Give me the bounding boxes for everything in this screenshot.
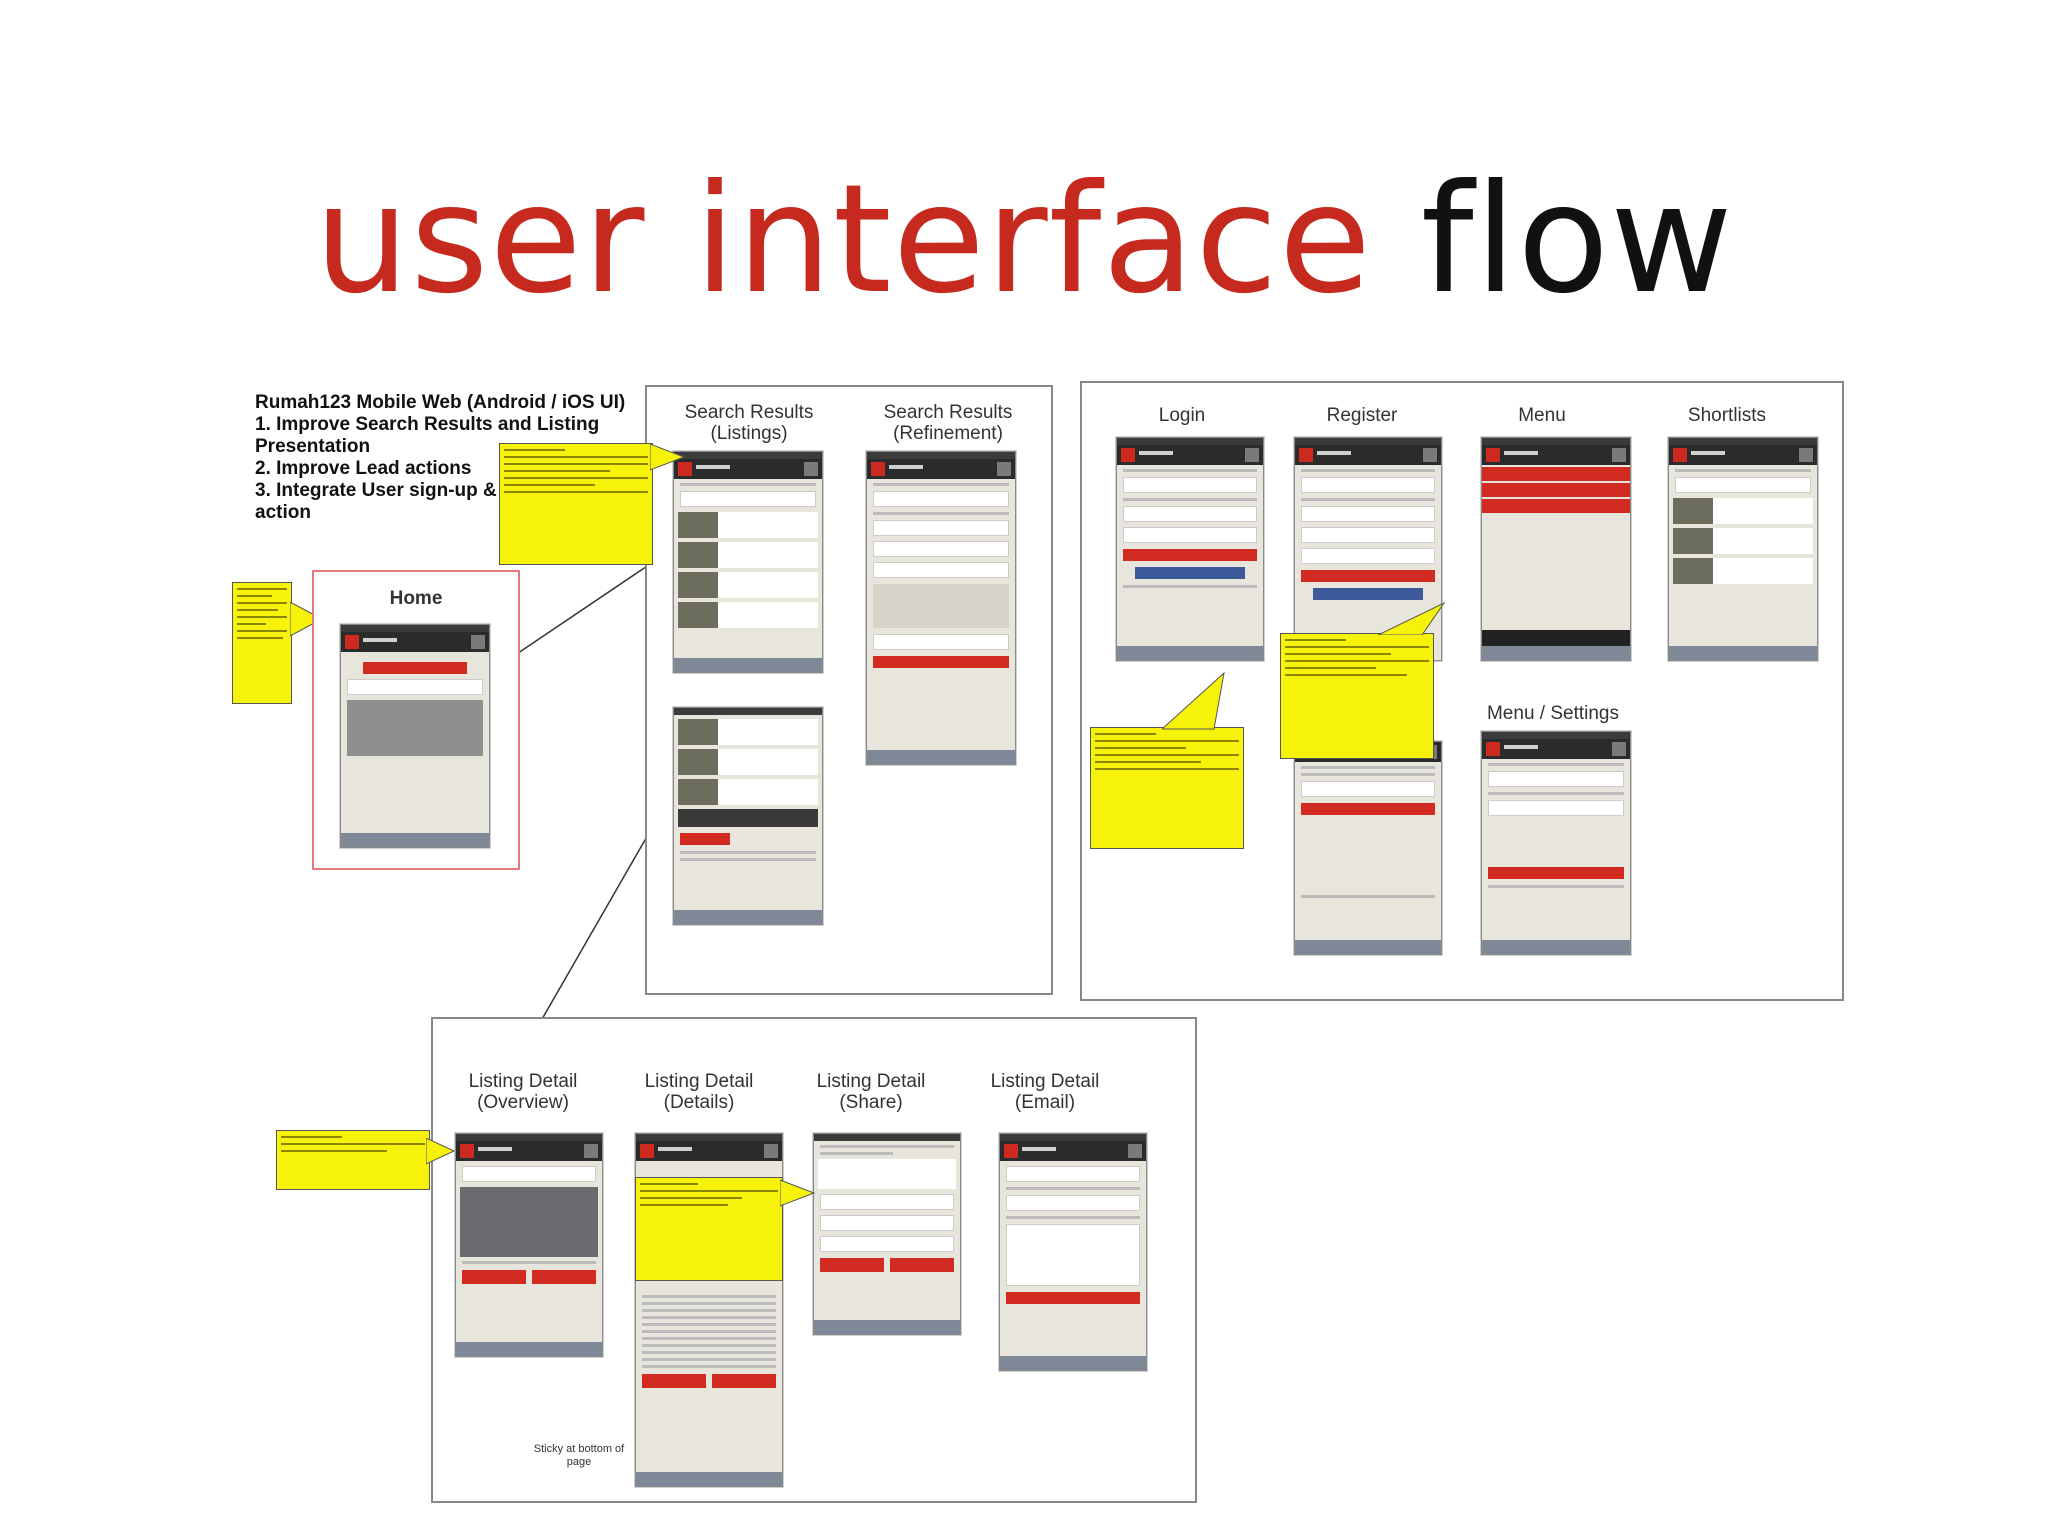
login-phone — [1116, 437, 1264, 661]
listings-note-pointer — [650, 443, 686, 471]
screen-label-shortlists: Shortlists — [1687, 405, 1767, 426]
login-note-pointer — [1162, 671, 1225, 730]
slide-title-black: flow — [1420, 153, 1734, 327]
login-feedback-note — [1090, 727, 1244, 849]
detail-overview-phone — [455, 1133, 603, 1357]
screen-label-detail-email: Listing Detail (Email) — [990, 1071, 1100, 1113]
shortlists-phone — [1668, 437, 1818, 661]
sticky-annotation: Sticky at bottom of page — [533, 1443, 625, 1468]
intro-line-2: 1. Improve Search Results and Listing — [255, 414, 600, 435]
details-feedback-note — [635, 1177, 783, 1281]
settings-phone — [1481, 731, 1631, 955]
register-note-pointer — [1378, 601, 1446, 635]
intro-line-5: 3. Integrate User sign-up & — [255, 480, 497, 501]
listing-detail-panel: Listing Detail (Overview) Listing Detail… — [431, 1017, 1197, 1503]
listings-feedback-note — [499, 443, 653, 565]
share-note-pointer — [780, 1179, 816, 1207]
home-phone — [340, 624, 490, 848]
search-listings-phone — [673, 451, 823, 673]
register-feedback-note — [1280, 633, 1434, 759]
intro-line-3: Presentation — [255, 436, 371, 457]
project-intro: Rumah123 Mobile Web (Android / iOS UI) 1… — [255, 392, 625, 524]
screen-label-detail-details: Listing Detail (Details) — [644, 1071, 754, 1113]
screen-label-detail-overview: Listing Detail (Overview) — [468, 1071, 578, 1113]
screen-label-detail-share: Listing Detail (Share) — [816, 1071, 926, 1113]
forgot-password-phone — [1294, 741, 1442, 955]
slide-title: user interface flow — [0, 150, 2048, 330]
search-refinement-phone — [866, 451, 1016, 765]
home-feedback-note — [232, 582, 292, 704]
intro-line-4: 2. Improve Lead actions — [255, 458, 472, 479]
register-phone — [1294, 437, 1442, 661]
screen-label-menu-settings: Menu / Settings — [1486, 703, 1620, 724]
menu-phone — [1481, 437, 1631, 661]
detail-share-phone — [813, 1133, 961, 1335]
screen-label-login: Login — [1158, 405, 1206, 426]
screen-label-search-refinement: Search Results (Refinement) — [883, 402, 1013, 444]
intro-line-1: Rumah123 Mobile Web (Android / iOS UI) — [255, 392, 626, 413]
home-note-pointer — [290, 602, 324, 636]
screen-label-search-listings: Search Results (Listings) — [684, 402, 814, 444]
intro-line-6: action — [255, 502, 311, 523]
screen-label-menu: Menu — [1518, 405, 1566, 426]
detail-email-phone — [999, 1133, 1147, 1371]
search-results-panel: Search Results (Listings) Search Results… — [645, 385, 1053, 995]
screen-label-home: Home — [389, 588, 443, 609]
overview-feedback-note — [276, 1130, 430, 1190]
overview-note-pointer — [426, 1138, 456, 1164]
slide-title-red: user interface — [314, 153, 1373, 327]
screen-label-register: Register — [1326, 405, 1398, 426]
home-frame: Home — [312, 570, 520, 870]
search-listings-page2-phone — [673, 707, 823, 925]
account-menu-panel: Login Register Menu Shortlists Menu / Se… — [1080, 381, 1844, 1001]
